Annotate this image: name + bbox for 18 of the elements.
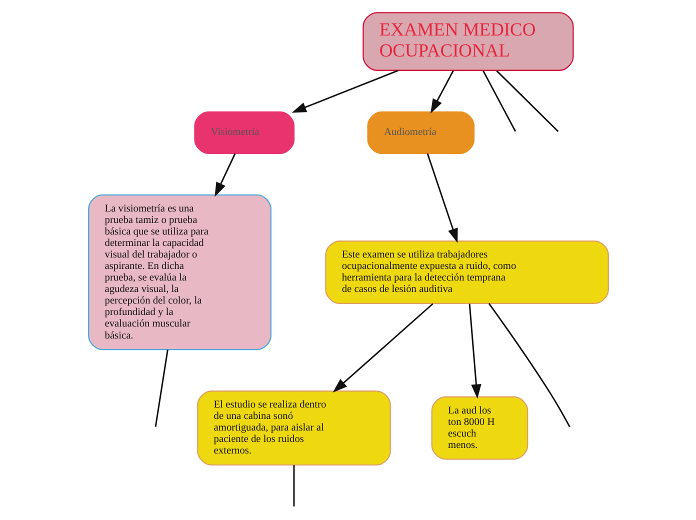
connector [154,350,168,427]
connector [496,70,558,132]
node-box: La aud los ton 8000 H escuch menos. [430,396,528,460]
node-box: Audiometría [366,111,474,154]
connector [482,70,516,132]
node-box: Este examen se utiliza trabajadores ocupacionalmente expuesta a ruido, como herramienta para la detección temprana de casos de lesión auditiva [324,240,608,304]
arrow [291,70,398,113]
node-box: EXAMEN MEDICO OCUPACIONAL [362,12,574,71]
arrow [468,304,481,399]
arrow [332,303,433,392]
node-box: El estudio se realiza dentro de una cabina sonó amortiguada, para aislar al paciente de los ruidos externos. [196,390,390,466]
arrow [214,153,236,197]
connector [488,303,570,428]
node-box: Visiometría [194,111,294,154]
arrow [430,70,454,114]
connector [292,465,294,506]
node-box: La visiometría es una prueba tamiz o prueba básica que se utiliza para determinar la capacidad visual del trabajador o aspirante. En dicha prueba, se evalúa la agudeza visual, la percepción del color, la profundidad y la evaluación muscular básica. [88,194,271,350]
arrow [426,153,458,244]
